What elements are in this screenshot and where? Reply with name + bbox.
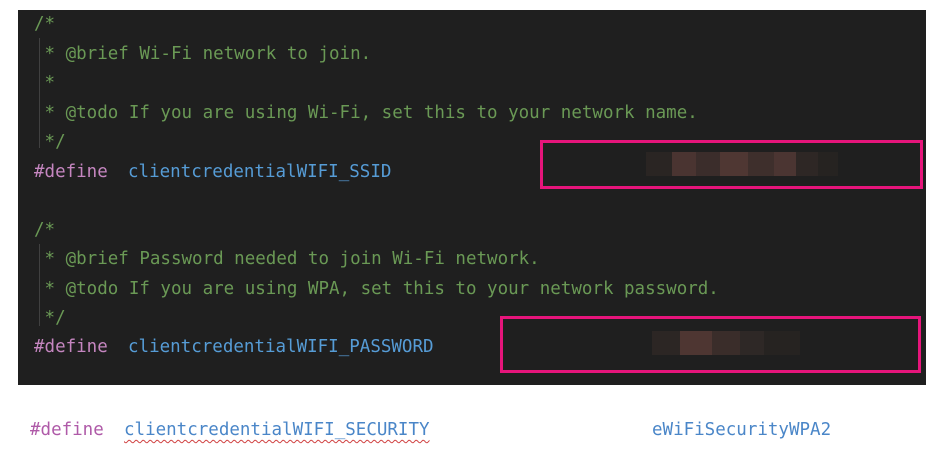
code-line: */ (34, 308, 66, 328)
code-line: * @todo If you are using Wi-Fi, set this… (34, 103, 698, 123)
define-keyword: #define (30, 420, 104, 440)
code-line: * @todo If you are using WPA, set this t… (34, 279, 719, 299)
macro-name-security: clientcredentialWIFI_SECURITY (124, 420, 430, 440)
code-editor-panel: /* * @brief Wi-Fi network to join. * * @… (18, 10, 926, 385)
indent-guide (39, 38, 40, 148)
indent-guide (39, 244, 40, 326)
code-line: * (34, 73, 56, 93)
security-value: eWiFiSecurityWPA2 (652, 420, 832, 440)
code-line: /* (34, 14, 56, 34)
redacted-ssid-value (646, 152, 838, 176)
code-line: /* (34, 220, 56, 240)
macro-name-password: clientcredentialWIFI_PASSWORD (128, 337, 434, 357)
code-line: * @brief Password needed to join Wi-Fi n… (34, 249, 540, 269)
code-line: */ (34, 132, 66, 152)
define-keyword: #define (34, 337, 108, 357)
code-line: * @brief Wi-Fi network to join. (34, 44, 372, 64)
redaction-box-password (500, 316, 921, 373)
define-keyword: #define (34, 162, 108, 182)
redacted-password-value (652, 331, 800, 355)
macro-name-ssid: clientcredentialWIFI_SSID (128, 162, 392, 182)
redaction-box-ssid (540, 140, 923, 189)
